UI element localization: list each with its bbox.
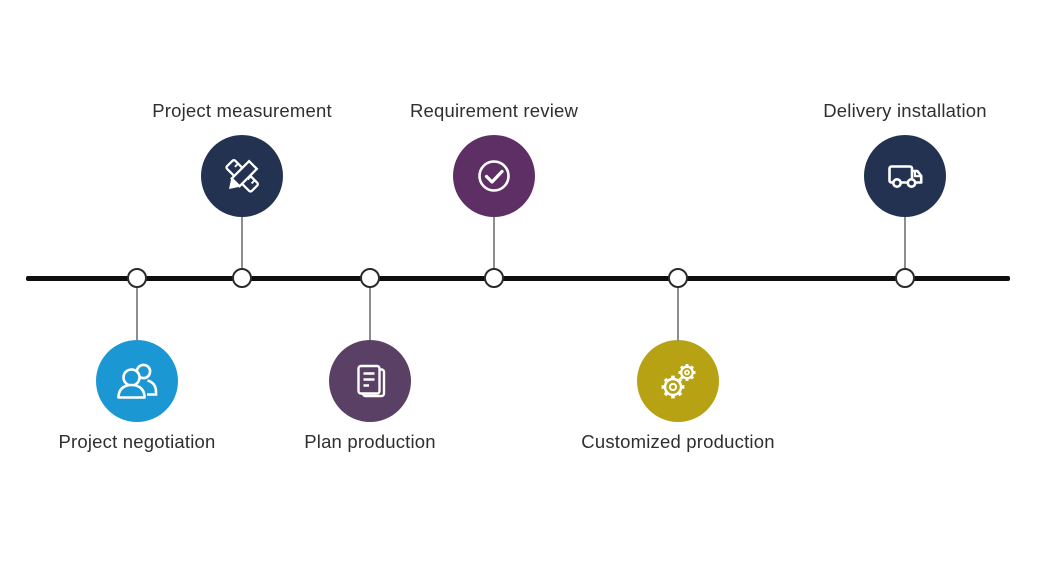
timeline-node — [895, 268, 915, 288]
timeline-node — [232, 268, 252, 288]
connector-line — [241, 216, 243, 269]
step-circle — [329, 340, 411, 422]
step-circle — [201, 135, 283, 217]
timeline-node — [360, 268, 380, 288]
step-label: Customized production — [581, 431, 775, 452]
connector-line — [369, 287, 371, 341]
step-label: Project negotiation — [58, 431, 216, 452]
truck-icon — [888, 165, 923, 188]
step-circle — [453, 135, 535, 217]
step-circle — [96, 340, 178, 422]
connector-line — [677, 287, 679, 341]
document-icon — [357, 364, 386, 398]
step-label: Project measurement — [152, 100, 332, 121]
ruler-pencil-icon — [225, 159, 259, 193]
step-label: Plan production — [304, 431, 436, 452]
step-circle — [637, 340, 719, 422]
connector-line — [493, 216, 495, 269]
step-label: Requirement review — [409, 100, 579, 121]
timeline-node — [668, 268, 688, 288]
gears-icon — [661, 364, 696, 399]
timeline-node — [484, 268, 504, 288]
people-icon — [117, 363, 158, 399]
timeline-axis — [26, 276, 1010, 281]
connector-line — [136, 287, 138, 341]
check-circle-icon — [478, 160, 510, 192]
timeline-node — [127, 268, 147, 288]
step-label: Delivery installation — [823, 100, 987, 121]
connector-line — [904, 216, 906, 269]
step-circle — [864, 135, 946, 217]
